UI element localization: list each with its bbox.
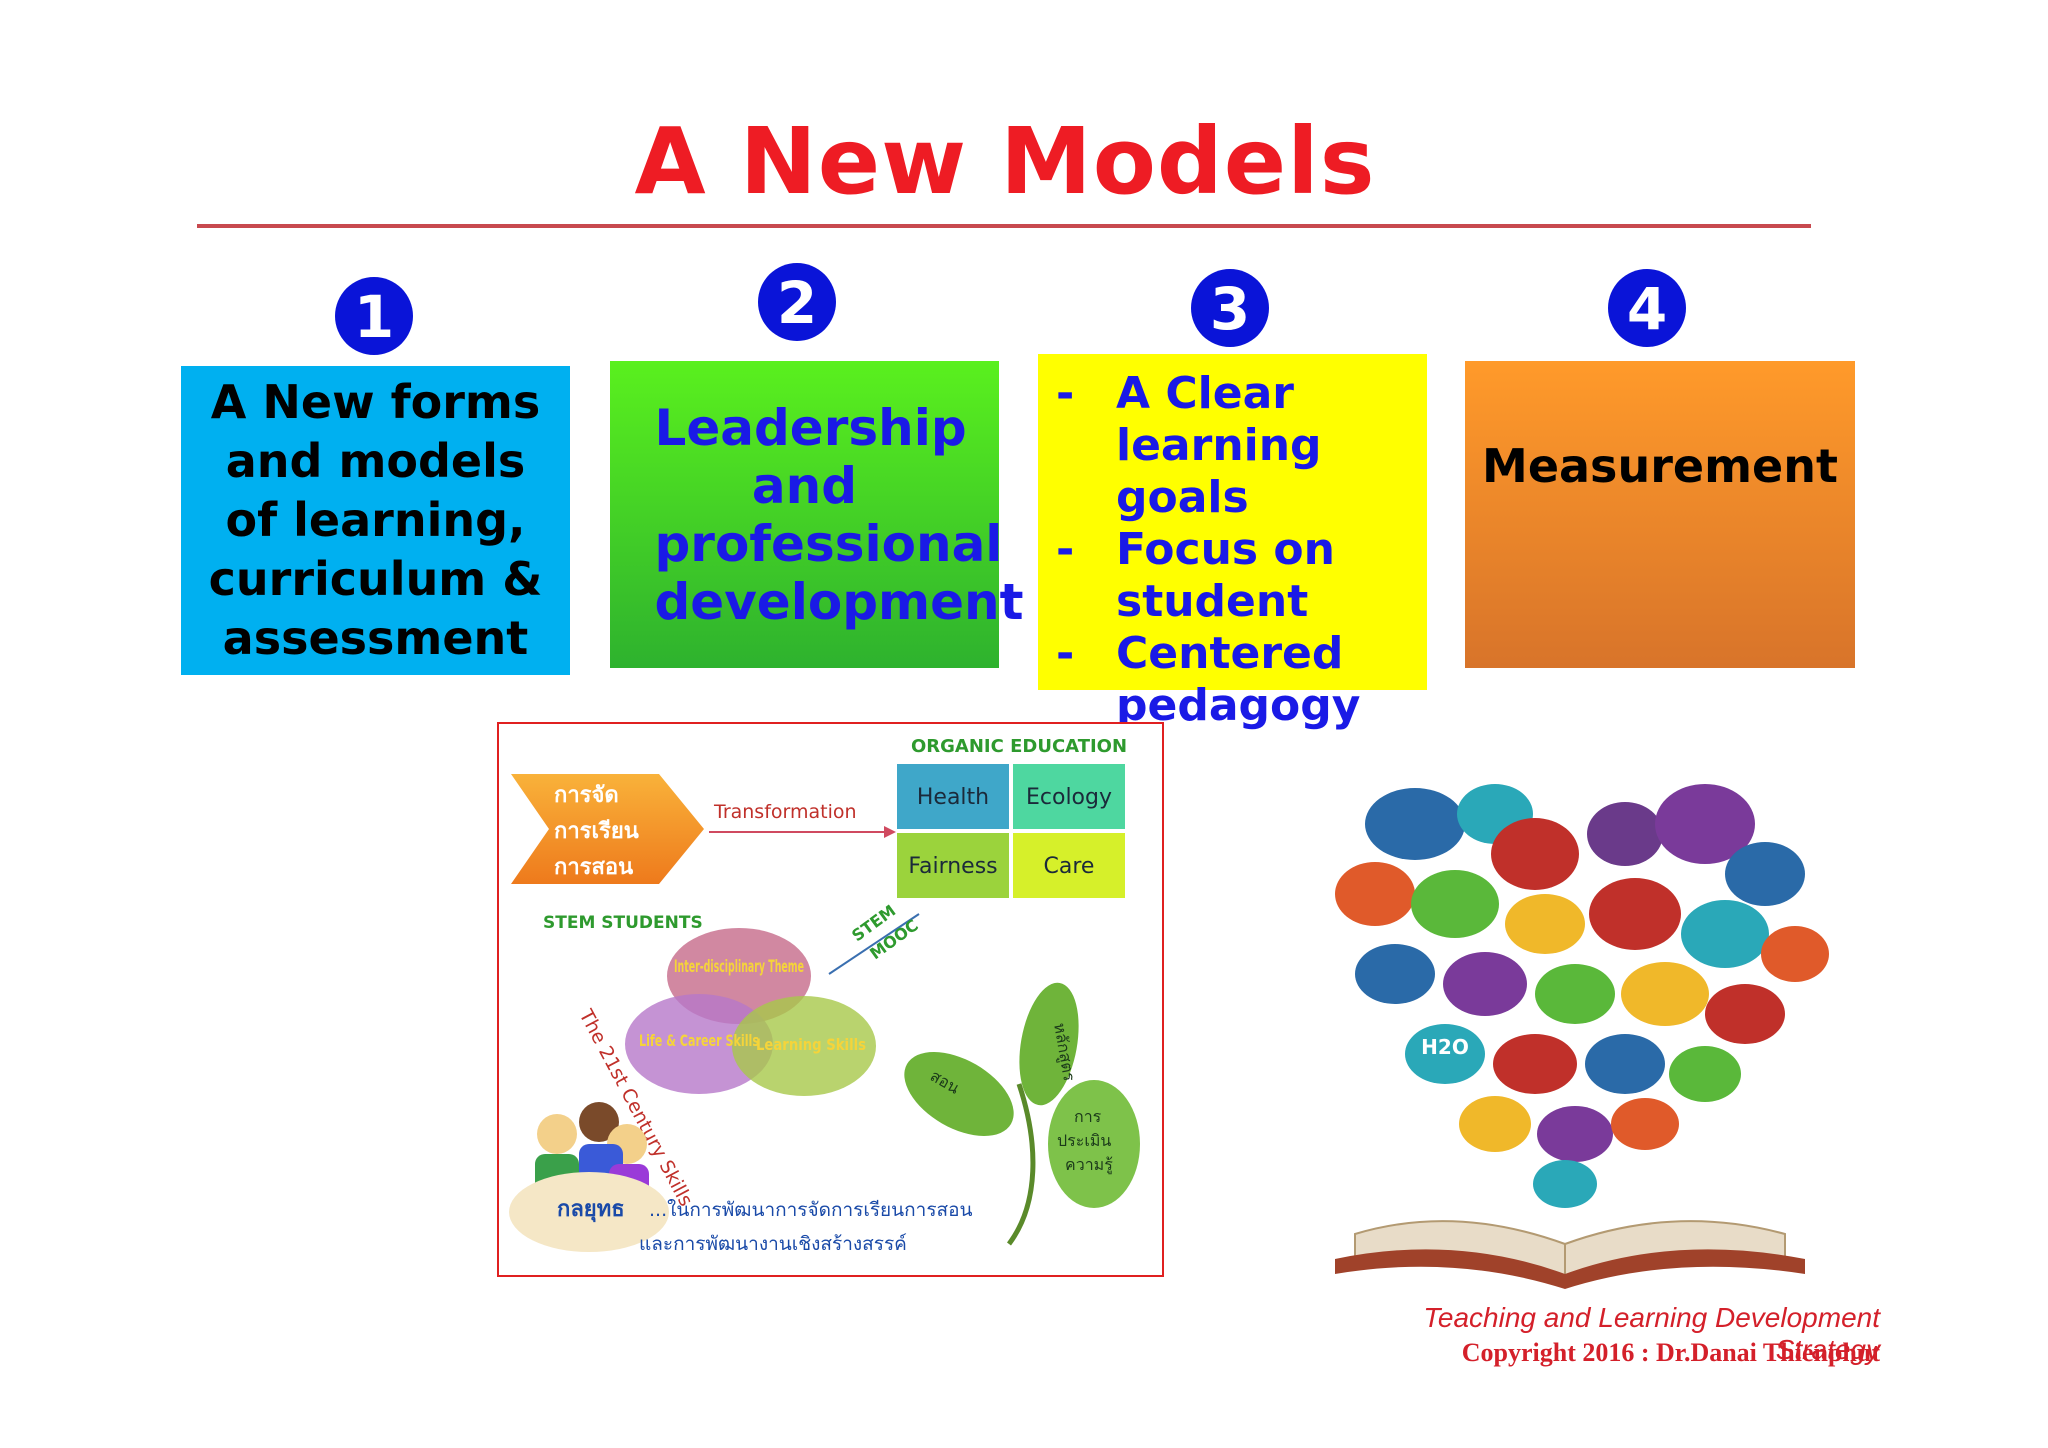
bubble-cluster [1335,784,1829,1208]
transformation-arrowhead [884,826,896,838]
list-item: - Focus on student [1056,524,1416,628]
model-box-4: Measurement [1465,361,1855,668]
strategy-line-1: ...ในการพัฒนาการจัดการเรียนการสอน [649,1199,973,1221]
leaf-label-assessment-1: การ [1074,1107,1102,1126]
bullet-marker: - [1056,368,1075,419]
bullet-text: Centered pedagogy [1116,628,1361,731]
bullet-text: A Clear learning goals [1116,368,1322,523]
strategy-line-2: และการพัฒนางานเชิงสร้างสรรค์ [639,1233,907,1255]
strategy-cloud [509,1172,669,1252]
circle-life-career [625,994,773,1094]
model-box-1: A New forms and models of learning, curr… [181,366,570,675]
grid-cell-fairness [897,833,1009,898]
leaf-label-assessment-2: ประเมิน [1057,1131,1111,1150]
list-item: - Centered pedagogy [1056,628,1416,732]
open-book-icon [1335,1220,1805,1289]
circle-label-learning: Learning Skills [756,1035,866,1054]
model-box-1-text: A New forms and models of learning, curr… [208,375,543,665]
thai-arrow-line-1: การจัด [554,783,619,808]
bullet-marker: - [1056,628,1075,679]
thai-arrow-line-3: การสอน [554,855,633,880]
bullet-marker: - [1056,524,1075,575]
grid-cell-health [897,764,1009,829]
organic-education-header: ORGANIC EDUCATION [911,736,1127,757]
organic-education-figure: การจัด การเรียน การสอน Transformation OR… [497,722,1164,1277]
process-arrow-shape [511,774,704,884]
model-box-4-text: Measurement [1482,439,1838,493]
h2o-label: H2O [1421,1035,1469,1059]
strategy-label: กลยุทธ [557,1197,625,1223]
circle-learning-skills [732,996,876,1096]
organic-education-diagram: การจัด การเรียน การสอน Transformation OR… [509,736,1140,1255]
circle-label-interdisciplinary: Inter-disciplinary Theme [674,957,804,977]
number-badge-2: 2 [758,263,836,341]
number-badge-3: 3 [1191,269,1269,347]
model-box-2: Leadership and professional development [610,361,1024,668]
stem-students-label: STEM STUDENTS [543,913,703,933]
caption-copyright: Copyright 2016 : Dr.Danai Thienphut [1461,1338,1880,1367]
leaves-illustration [904,982,1140,1246]
grid-label-fairness: Fairness [908,854,997,879]
speech-bubble-heart: H2O [1335,784,1829,1289]
title-underline [197,224,1811,228]
model-box-3-list: - A Clear learning goals - Focus on stud… [1056,368,1416,732]
grid-label-ecology: Ecology [1026,785,1112,810]
bullet-text: Focus on student [1116,524,1335,627]
model-box-3: - A Clear learning goals - Focus on stud… [1038,354,1427,731]
transformation-label: Transformation [713,801,857,823]
circle-label-life-career: Life & Career Skills [639,1031,759,1050]
grid-cell-care [1013,833,1125,898]
grid-cell-ecology [1013,764,1125,829]
number-badge-4: 4 [1608,269,1686,347]
number-badge-1: 1 [335,277,413,355]
list-item: - A Clear learning goals [1056,368,1416,524]
model-box-2-text: Leadership and professional development [654,398,1024,631]
slide-title: A New Models [634,108,1376,215]
stem-mooc-line [828,913,920,975]
grid-label-care: Care [1044,854,1095,879]
caption-title: Teaching and Learning Development Strate… [1423,1302,1880,1365]
leaf-label-assessment-3: ความรู้ [1065,1155,1113,1175]
grid-label-health: Health [917,785,989,810]
education-heart-illustration: H2O [1295,754,1855,1294]
thai-arrow-line-2: การเรียน [554,819,639,844]
